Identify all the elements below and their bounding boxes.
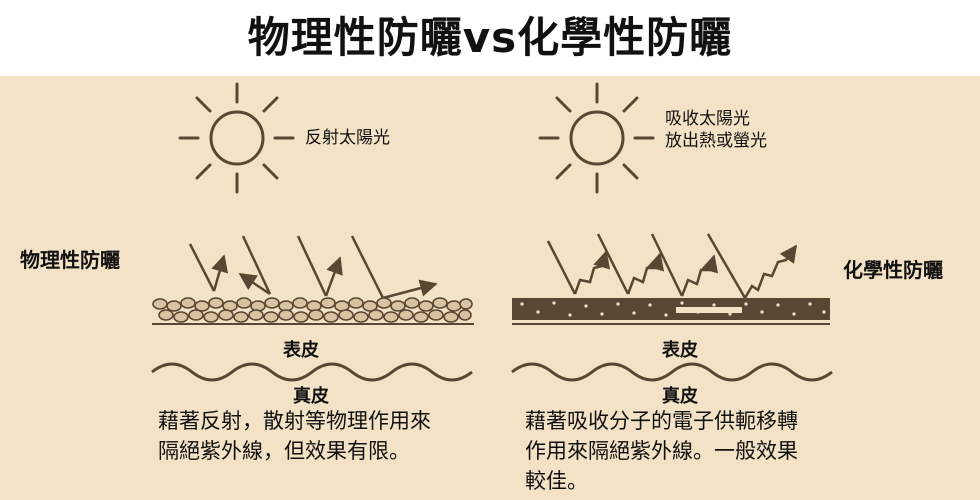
page-title: 物理性防曬vs化學性防曬 xyxy=(247,13,733,62)
physical-description: 藉著反射，散射等物理作用來 隔絕紫外線，但效果有限。 xyxy=(158,406,488,466)
physical-particle-layer xyxy=(152,297,473,323)
chemical-side-label: 化學性防曬 xyxy=(843,258,943,282)
comparison-diagram: 物理性防曬 化學性防曬 反射太陽光 吸收太陽光 放出熱或螢光 表皮 表皮 真皮 … xyxy=(0,76,980,500)
sun-icon-right xyxy=(538,82,655,194)
absorb-sunlight-line: 放出熱或螢光 xyxy=(665,131,767,151)
dermis-wave-right xyxy=(511,362,833,382)
dermis-wave-left xyxy=(151,362,473,382)
diagram-drawing xyxy=(151,82,833,382)
physical-side-label: 物理性防曬 xyxy=(20,248,120,272)
description-line: 藉著吸收分子的電子供軛移轉 xyxy=(525,409,798,433)
epidermis-label-left: 表皮 xyxy=(283,340,319,361)
absorb-sunlight-line: 吸收太陽光 xyxy=(665,109,750,129)
chemical-molecule-layer xyxy=(512,298,830,320)
reflected-rays xyxy=(188,235,438,300)
chemical-description: 藉著吸收分子的電子供軛移轉 作用來隔絕紫外線。一般效果 較佳。 xyxy=(525,406,855,496)
epidermis-label-right: 表皮 xyxy=(662,340,698,361)
dermis-label-right: 真皮 xyxy=(662,386,698,407)
description-line: 隔絕紫外線，但效果有限。 xyxy=(158,439,410,463)
description-line: 較佳。 xyxy=(525,469,588,493)
reflect-sunlight-label: 反射太陽光 xyxy=(305,128,390,148)
absorb-sunlight-label: 吸收太陽光 放出熱或螢光 xyxy=(665,108,767,152)
title-banner: 物理性防曬vs化學性防曬 xyxy=(0,0,980,76)
absorbed-rays xyxy=(546,233,798,299)
description-line: 藉著反射，散射等物理作用來 xyxy=(158,409,431,433)
dermis-label-left: 真皮 xyxy=(293,386,329,407)
description-line: 作用來隔絕紫外線。一般效果 xyxy=(525,439,798,463)
sun-icon-left xyxy=(178,82,295,194)
